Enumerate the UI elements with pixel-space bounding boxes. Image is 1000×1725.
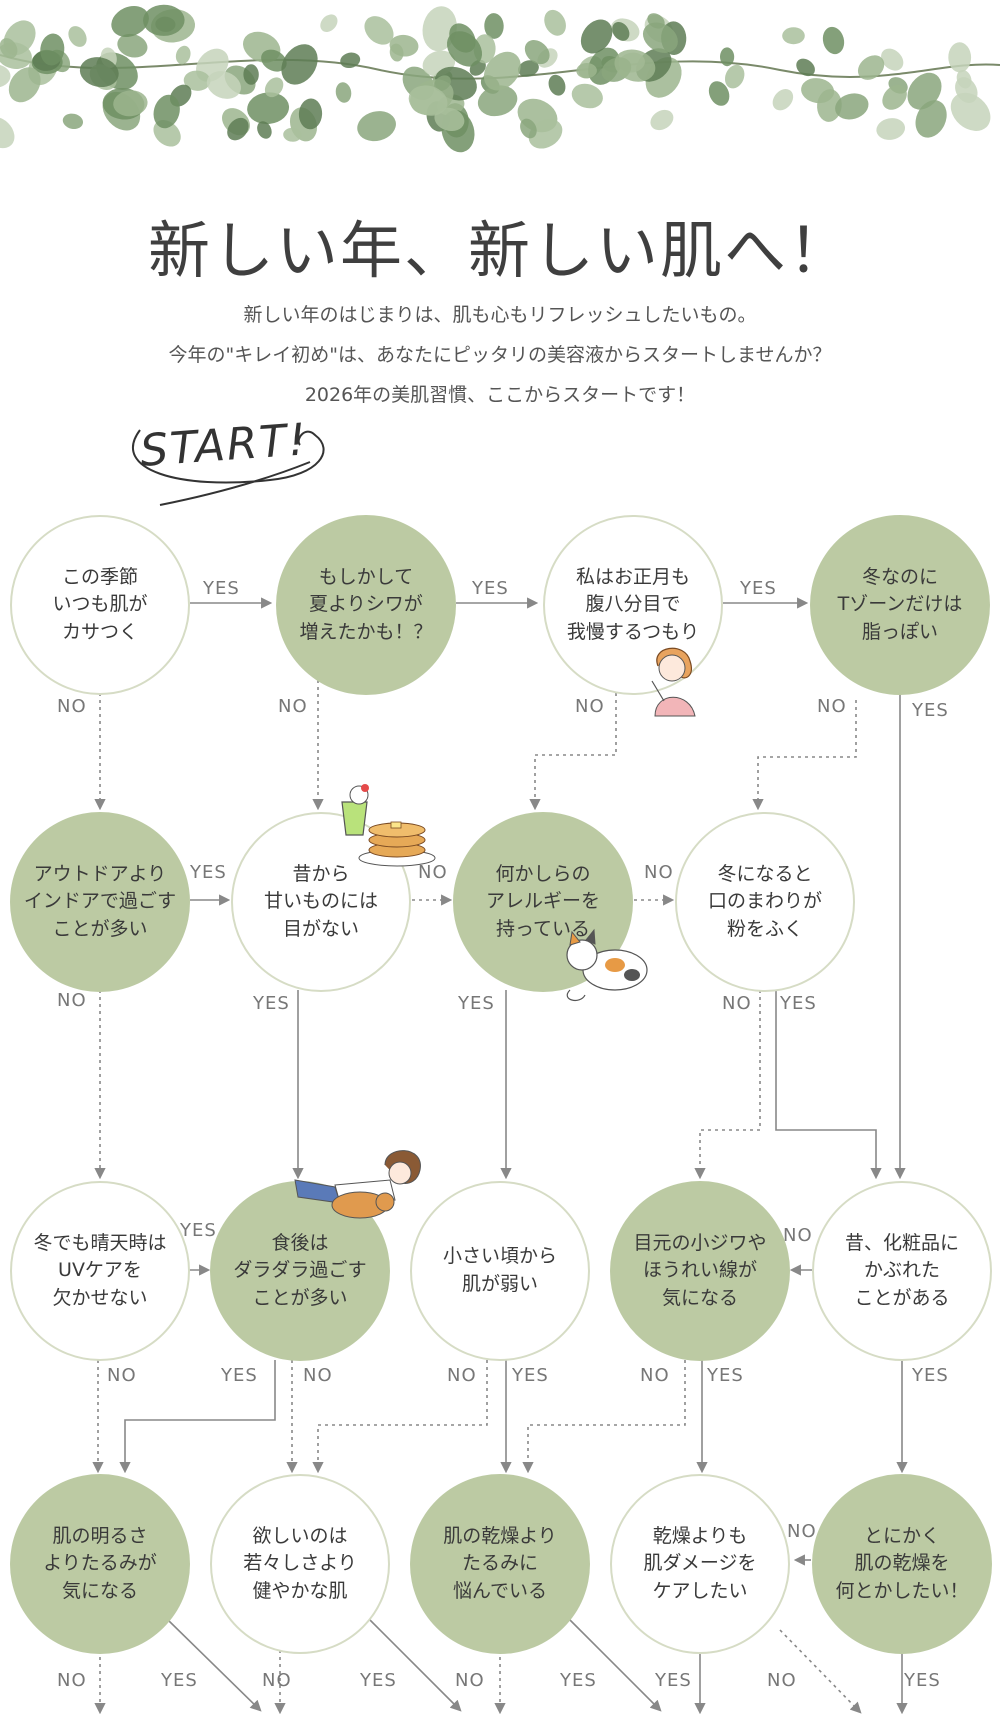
question-node-2: もしかして 夏よりシワが 増えたかも！？ — [276, 515, 456, 695]
answer-yes-label: YES — [161, 1670, 198, 1691]
answer-yes-label: YES — [904, 1670, 941, 1691]
start-swirl-icon — [132, 429, 325, 506]
answer-no-label: NO — [575, 696, 605, 717]
page-title: 新しい年、新しい肌へ！ — [147, 214, 852, 287]
answer-yes-label: YES — [512, 1365, 549, 1386]
answer-no-label: NO — [303, 1365, 333, 1386]
answer-no-label: NO — [640, 1365, 670, 1386]
answer-no-label: NO — [418, 862, 448, 883]
question-node-14: 肌の明るさ よりたるみが 気になる — [10, 1474, 190, 1654]
intro-line-3: 2026年の美肌習慣、ここからスタートです！ — [304, 384, 696, 406]
answer-yes-label: YES — [655, 1670, 692, 1691]
question-node-5: アウトドアより インドアで過ごす ことが多い — [10, 812, 190, 992]
intro-line-1: 新しい年のはじまりは、肌も心もリフレッシュしたいもの。 — [243, 304, 757, 326]
intro-line-2: 今年の"キレイ初め"は、あなたにピッタリの美容液からスタートしませんか？ — [168, 344, 832, 366]
answer-yes-label: YES — [458, 993, 495, 1014]
answer-yes-label: YES — [203, 578, 240, 599]
answer-yes-label: YES — [740, 578, 777, 599]
question-node-7: 何かしらの アレルギーを 持っている — [453, 812, 633, 992]
answer-no-label: NO — [262, 1670, 292, 1691]
answer-yes-label: YES — [221, 1365, 258, 1386]
answer-yes-label: YES — [472, 578, 509, 599]
answer-yes-label: YES — [560, 1670, 597, 1691]
answer-yes-label: YES — [780, 993, 817, 1014]
answer-yes-label: YES — [180, 1220, 217, 1241]
answer-no-label: NO — [447, 1365, 477, 1386]
answer-no-label: NO — [644, 862, 674, 883]
answer-yes-label: YES — [912, 1365, 949, 1386]
question-node-13: 昔、化粧品に かぶれた ことがある — [812, 1181, 992, 1361]
answer-no-label: NO — [57, 1670, 87, 1691]
answer-no-label: NO — [722, 993, 752, 1014]
question-node-15: 欲しいのは 若々しさより 健やかな肌 — [210, 1474, 390, 1654]
question-node-8: 冬になると 口のまわりが 粉をふく — [675, 812, 855, 992]
answer-yes-label: YES — [707, 1365, 744, 1386]
woman-lying-with-dog-icon — [294, 1150, 421, 1219]
answer-no-label: NO — [817, 696, 847, 717]
answer-no-label: NO — [57, 696, 87, 717]
question-node-6: 昔から 甘いものには 目がない — [231, 812, 411, 992]
question-node-11: 小さい頃から 肌が弱い — [410, 1181, 590, 1361]
question-node-12: 目元の小ジワや ほうれい線が 気になる — [610, 1181, 790, 1361]
question-node-18: とにかく 肌の乾燥を 何とかしたい！ — [812, 1474, 992, 1654]
answer-yes-label: YES — [360, 1670, 397, 1691]
question-node-4: 冬なのに Tゾーンだけは 脂っぽい — [810, 515, 990, 695]
answer-yes-label: YES — [190, 862, 227, 883]
cat-icon — [566, 928, 648, 1002]
melon-soda-pancake-icon — [341, 784, 436, 867]
question-node-17: 乾燥よりも 肌ダメージを ケアしたい — [610, 1474, 790, 1654]
answer-no-label: NO — [455, 1670, 485, 1691]
answer-yes-label: YES — [253, 993, 290, 1014]
answer-no-label: NO — [278, 696, 308, 717]
answer-no-label: NO — [767, 1670, 797, 1691]
question-node-9: 冬でも晴天時は UVケアを 欠かせない — [10, 1181, 190, 1361]
question-node-16: 肌の乾燥より たるみに 悩んでいる — [410, 1474, 590, 1654]
answer-yes-label: YES — [912, 700, 949, 721]
answer-no-label: NO — [787, 1521, 817, 1542]
answer-no-label: NO — [57, 990, 87, 1011]
woman-eating-icon — [651, 647, 696, 717]
answer-no-label: NO — [783, 1225, 813, 1246]
question-node-3: 私はお正月も 腹八分目で 我慢するつもり — [543, 515, 723, 695]
answer-no-label: NO — [107, 1365, 137, 1386]
question-node-1: この季節 いつも肌が カサつく — [10, 515, 190, 695]
eucalyptus-garland-icon — [0, 4, 1000, 153]
